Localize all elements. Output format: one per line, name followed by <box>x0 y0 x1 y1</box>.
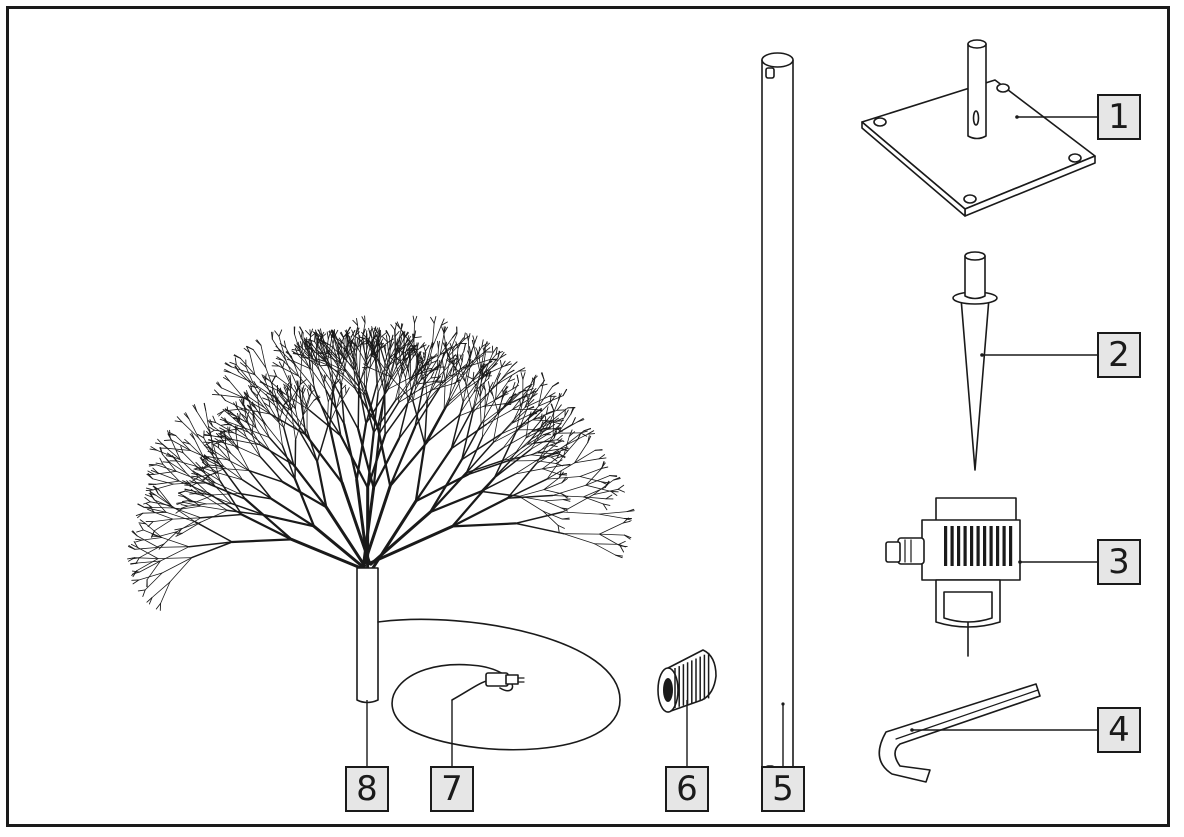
base-plate-icon <box>861 39 1096 217</box>
tree-icon <box>127 315 635 704</box>
tube-extension-icon <box>761 52 794 795</box>
allen-key-icon <box>878 683 1041 783</box>
part-label-5: 5 <box>761 766 805 812</box>
part-label-2: 2 <box>1097 332 1141 378</box>
part-label-8: 8 <box>345 766 389 812</box>
part-label-3: 3 <box>1097 539 1141 585</box>
coupling-nut-icon <box>657 649 717 713</box>
power-adapter-icon <box>885 497 1022 657</box>
callout-lines <box>366 116 1097 766</box>
part-label-4: 4 <box>1097 707 1141 753</box>
part-label-6: 6 <box>665 766 709 812</box>
cable-connector-icon <box>377 618 621 751</box>
part-label-1: 1 <box>1097 94 1141 140</box>
ground-spike-icon <box>952 251 998 471</box>
part-label-7: 7 <box>430 766 474 812</box>
tree-trunk <box>356 567 379 704</box>
